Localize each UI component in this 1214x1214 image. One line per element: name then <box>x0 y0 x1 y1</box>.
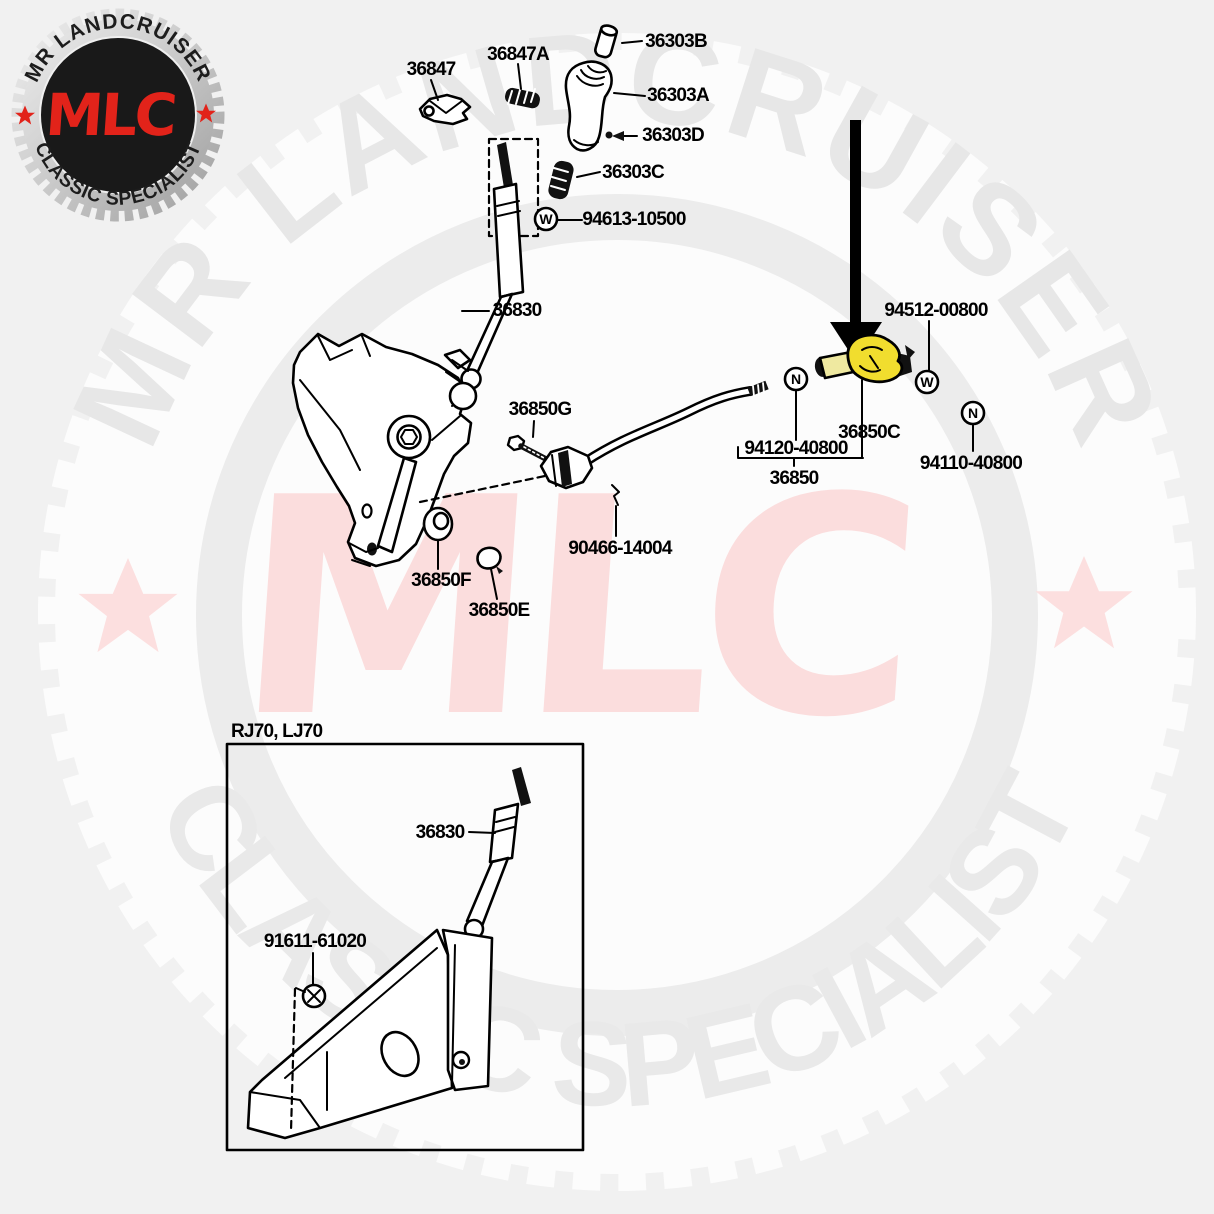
part-label-36850G: 36850G <box>509 399 572 420</box>
part-label-36303D: 36303D <box>642 125 704 146</box>
svg-text:N: N <box>791 371 801 387</box>
highlight-part-36850C <box>814 333 915 384</box>
part-label-94120: 94120-40800 <box>744 438 847 459</box>
nut-symbol: N <box>783 366 809 392</box>
dashed-leader-rod <box>418 474 547 504</box>
part-label-94110: 94110-40800 <box>920 453 1022 474</box>
part-36850-rod-drawing <box>539 380 769 490</box>
part-label-36830: 36830 <box>493 300 542 321</box>
part-36303C-drawing <box>548 160 601 200</box>
part-label-36850E: 36850E <box>469 600 530 621</box>
inset-bolt-91611-drawing <box>289 952 327 1133</box>
inset-bracket-drawing <box>246 928 494 1140</box>
part-90466-drawing <box>611 484 620 537</box>
part-label-36850F: 36850F <box>411 570 471 591</box>
part-label-36850: 36850 <box>770 468 819 489</box>
part-36303B-drawing <box>594 24 619 59</box>
part-36850G-drawing <box>506 420 549 462</box>
part-label-36847: 36847 <box>407 59 456 80</box>
main-assembly-drawing <box>291 24 974 600</box>
inset-part-label-91611: 91611-61020 <box>264 931 366 952</box>
brand-badge: MR LANDCRUISER CLASSIC SPECIALIST MLC <box>11 8 225 222</box>
part-label-36850C: 36850C <box>838 422 901 443</box>
part-label-36303A: 36303A <box>647 85 710 106</box>
badge-inner-circle <box>39 36 197 194</box>
washer-symbol: W <box>914 369 940 395</box>
inset-part-label-36830: 36830 <box>416 822 465 843</box>
watermark-inner-ring <box>196 194 1038 1036</box>
washer-symbol: W <box>533 206 559 232</box>
part-label-94613: 94613-10500 <box>582 209 685 230</box>
svg-text:N: N <box>968 405 978 421</box>
part-labels: 36847 36847A 36303B 36303A 36303D 36303C… <box>231 31 1023 952</box>
part-label-90466: 90466-14004 <box>568 538 672 559</box>
part-36850F-drawing <box>422 506 454 570</box>
part-label-36847A: 36847A <box>487 44 550 65</box>
inset-rj70-lj70 <box>225 742 585 1152</box>
part-36303D-drawing <box>605 131 638 141</box>
part-label-36303B: 36303B <box>645 31 707 52</box>
part-36847A-drawing <box>505 63 540 109</box>
part-36303A-drawing <box>564 60 646 152</box>
fastener-leader-lines <box>737 320 974 467</box>
inset-title: RJ70, LJ70 <box>231 721 323 742</box>
inset-box <box>225 742 585 1152</box>
part-36847-drawing <box>418 79 472 126</box>
leader-36303B <box>621 40 643 44</box>
part-label-94512: 94512-00800 <box>884 300 987 321</box>
highlight-arrow-icon <box>830 120 882 362</box>
fastener-symbols: W N W N <box>533 206 986 426</box>
nut-symbol: N <box>960 400 986 426</box>
svg-text:W: W <box>539 211 553 227</box>
part-36850E-drawing <box>476 546 503 600</box>
bracket-36850-drawing <box>291 332 482 568</box>
badge-mlc-logo: MLC <box>43 81 176 149</box>
svg-text:W: W <box>920 374 934 390</box>
part-label-36303C: 36303C <box>602 162 665 183</box>
